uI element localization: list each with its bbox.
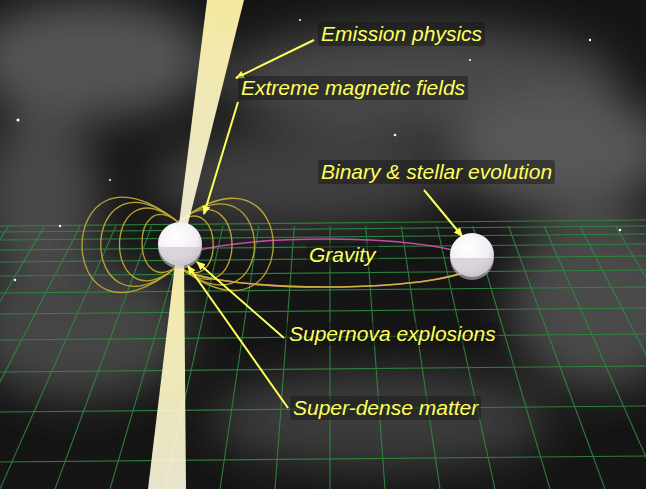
emission-beam-top: [178, 0, 244, 232]
spacetime-grid: [0, 220, 646, 489]
emission-beam-bottom: [148, 256, 186, 489]
annotation-label: Super-dense matter: [290, 396, 481, 420]
annotation-label: Binary & stellar evolution: [318, 160, 555, 184]
companion-shadow: [450, 258, 494, 280]
orbit: [176, 239, 476, 287]
annotation-label: Extreme magnetic fields: [238, 76, 468, 100]
stars-dots: [14, 19, 622, 281]
nebula-clouds: [0, 0, 646, 470]
annotation-label: Emission physics: [318, 22, 485, 46]
pulsar-shadow: [158, 247, 202, 269]
annotation-label: Gravity: [306, 243, 379, 267]
annotation-label: Supernova explosions: [286, 322, 499, 346]
